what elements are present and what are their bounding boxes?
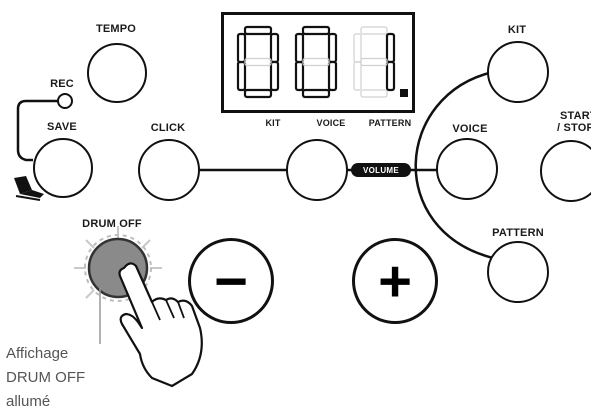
segment-3-f: [353, 33, 362, 63]
label-pattern: PATTERN: [492, 227, 544, 239]
segment-1-c: [269, 60, 280, 92]
segment-1-b: [269, 32, 280, 64]
label-save: SAVE: [47, 121, 77, 133]
plus-button[interactable]: +: [352, 238, 438, 324]
segment-1-a: [243, 25, 273, 36]
label-voice-small: VOICE: [316, 118, 346, 128]
label-start: START: [560, 110, 591, 122]
kit-button[interactable]: [487, 41, 549, 103]
footswitch-pedal-icon: [14, 176, 44, 201]
segment-2-a: [301, 25, 331, 36]
pointing-hand-icon: [118, 262, 203, 388]
segment-1-e: [236, 60, 247, 92]
caption-leader-line: [99, 288, 101, 344]
segment-2-c: [327, 60, 338, 92]
volume-label: VOLUME: [351, 163, 411, 177]
segment-1-g: [244, 57, 272, 67]
label-click: CLICK: [150, 122, 186, 134]
caption-line-3: allumé: [6, 393, 51, 410]
minus-button[interactable]: −: [188, 238, 274, 324]
segment-2-e: [294, 60, 305, 92]
rec-indicator-led: [57, 93, 73, 109]
segment-2-d: [301, 88, 331, 99]
click-button[interactable]: [138, 139, 200, 201]
tempo-button[interactable]: [87, 43, 147, 103]
segment-3-a: [360, 26, 388, 35]
segment-3-d: [360, 89, 388, 98]
segment-3-g: [360, 57, 388, 67]
voice-volume-button[interactable]: [286, 139, 348, 201]
segment-3-e: [353, 61, 362, 91]
label-voice: VOICE: [452, 123, 488, 135]
led-display: [221, 12, 415, 113]
caption-line-2: DRUM OFF: [6, 369, 86, 386]
seven-segment-readout: [236, 25, 408, 99]
segment-2-g: [302, 57, 330, 67]
segment-3-b: [385, 32, 396, 64]
voice-button[interactable]: [436, 138, 498, 200]
label-drum-off: DRUM OFF: [82, 218, 142, 230]
segment-2-b: [327, 32, 338, 64]
label-kit: KIT: [507, 24, 527, 36]
save-button[interactable]: [33, 138, 93, 198]
label-tempo: TEMPO: [95, 23, 137, 35]
decimal-point: [400, 89, 408, 97]
start-stop-button[interactable]: [540, 140, 591, 202]
label-rec: REC: [50, 78, 74, 90]
label-stop: / STOP: [557, 122, 591, 134]
caption-line-1: Affichage: [6, 345, 69, 362]
segment-3-c: [385, 60, 396, 92]
segment-2-f: [294, 32, 305, 64]
label-kit-small: KIT: [265, 118, 281, 128]
segment-1-f: [236, 32, 247, 64]
segment-1-d: [243, 88, 273, 99]
label-pattern-small: PATTERN: [368, 118, 412, 128]
pattern-button[interactable]: [487, 241, 549, 303]
